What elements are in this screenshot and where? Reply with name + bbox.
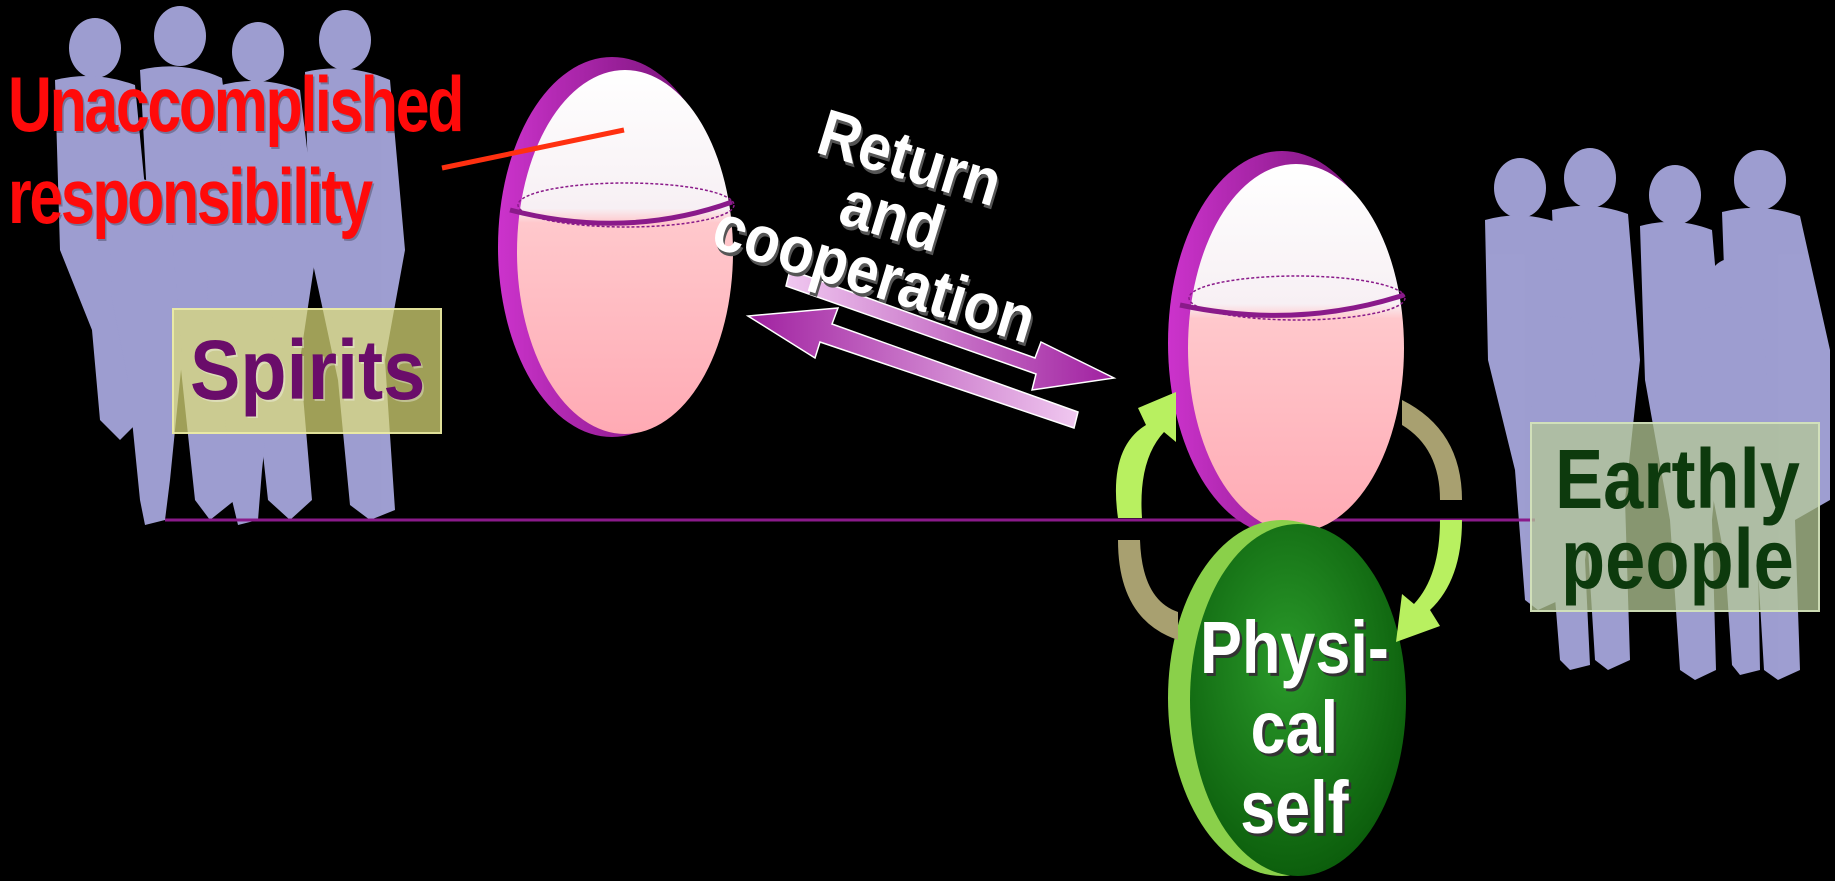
spirit-egg-shape xyxy=(498,57,735,437)
physical-self-label: Physi- cal self xyxy=(1200,608,1389,848)
physical-line-3: self xyxy=(1240,765,1349,849)
pointer-line xyxy=(441,127,625,171)
unaccomplished-line-1: Unaccomplished xyxy=(8,60,464,148)
unaccomplished-line-2: responsibility xyxy=(8,152,373,241)
physical-line-2: cal xyxy=(1250,685,1339,769)
cycle-arrows xyxy=(1115,392,1462,642)
spirits-label: Spirits xyxy=(190,323,426,417)
earthly-people-label: Earthly people xyxy=(1555,432,1800,606)
earthly-line-2: people xyxy=(1561,511,1794,606)
earthly-line-1: Earthly xyxy=(1555,432,1800,526)
return-arrows xyxy=(745,269,1117,429)
spirit-silhouettes-icon xyxy=(55,6,405,526)
earthly-people-box xyxy=(1530,422,1820,612)
spirits-box xyxy=(172,308,442,434)
physical-line-1: Physi- xyxy=(1200,606,1389,689)
earthly-egg-shape xyxy=(1168,151,1406,535)
unaccomplished-responsibility-label: Unaccomplished responsibility xyxy=(8,58,464,242)
physical-self-shape xyxy=(1168,520,1406,876)
